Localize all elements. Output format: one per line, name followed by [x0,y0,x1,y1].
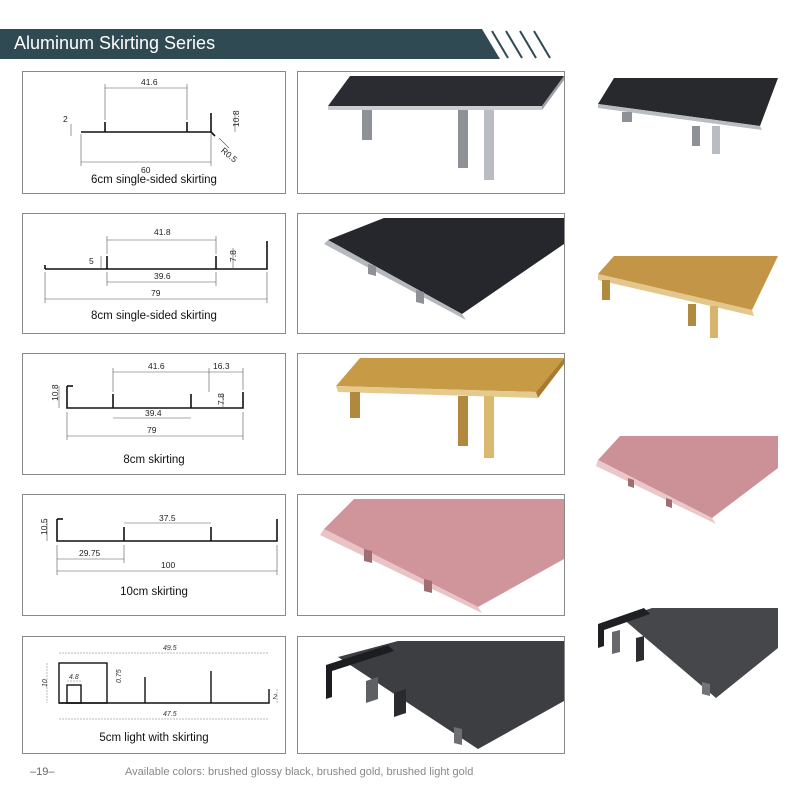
dim-label: 47.5 [163,711,177,718]
dim-label: 7.8 [216,393,226,405]
dim-label: 79 [147,425,157,435]
dim-label: 41.6 [141,77,158,87]
dim-label: 60 [141,165,151,175]
product-photo-panel-4 [297,494,565,616]
drawing-panel-2: 41.8 5 7.8 39.6 79 8cm single-sided skir… [22,213,286,334]
product-photo-right-3 [592,434,782,526]
profile-drawing-8cm-single: 41.8 5 7.8 39.6 79 [44,227,268,303]
dim-label: 10.8 [231,110,241,127]
dim-label: 49.5 [163,645,177,652]
dim-label: 4.8 [69,674,79,681]
drawing-label: 8cm skirting [123,454,185,466]
header-bar: Aluminum Skirting Series [0,29,800,59]
product-photo-panel-3 [297,353,565,475]
product-photo-panel-5 [297,636,565,754]
drawing-label: 6cm single-sided skirting [91,174,217,186]
product-photo-right-2 [592,254,782,342]
dim-label: 41.8 [154,227,171,237]
profile-drawing-10cm: 37.5 10.5 29.75 100 [39,513,278,575]
product-photo-right-1 [592,74,782,164]
drawing-label: 8cm single-sided skirting [91,310,217,322]
gunmetal-skirting-photo [326,641,564,749]
drawing-panel-1: 41.6 2 10.8 60 R0.5 6cm single-sided ski… [22,71,286,194]
dim-label: 39.4 [145,408,162,418]
dim-label: R0.5 [219,145,239,164]
dim-label: 2 [63,114,68,124]
profile-drawing-8cm: 41.6 16.3 10.8 7.8 39.4 79 [50,361,244,440]
rose-skirting-photo [320,499,564,613]
dim-label: 2 [272,694,277,701]
product-photo-panel-2 [297,213,565,334]
dim-label: 39.6 [154,271,171,281]
dim-label: 41.6 [148,361,165,371]
black-skirting-photo-small [598,78,778,154]
gunmetal-skirting-photo-small [598,608,778,698]
dim-label: 10 [42,679,49,687]
dim-label: 10.8 [50,384,60,401]
page-number: –19– [30,766,55,778]
page-title: Aluminum Skirting Series [14,33,216,53]
dim-label: 7.8 [228,250,238,262]
dim-label: 10.5 [39,518,49,535]
black-skirting-photo [328,76,564,180]
dim-label: 5 [89,256,94,266]
dim-label: 79 [151,288,161,298]
gold-skirting-photo [336,358,564,458]
gold-skirting-photo-small [598,256,778,338]
drawing-panel-5: 49.5 10 4.8 0.75 2 47.5 5cm light with s… [22,636,286,754]
profile-drawing-6cm: 41.6 2 10.8 60 R0.5 [63,77,241,175]
dim-label: 0.75 [116,669,123,683]
header-banner [0,29,551,59]
profile-drawing-5cm-light: 49.5 10 4.8 0.75 2 47.5 [42,645,278,720]
product-photo-panel-1 [297,71,565,194]
drawing-label: 5cm light with skirting [99,732,209,744]
dim-label: 29.75 [79,548,101,558]
product-photo-right-4 [592,604,782,700]
rose-skirting-photo-small [596,436,778,524]
black-skirting-photo-2 [324,218,564,320]
colors-note: Available colors: brushed glossy black, … [125,766,474,778]
drawing-label: 10cm skirting [120,586,188,598]
drawing-panel-4: 37.5 10.5 29.75 100 10cm skirting [22,494,286,616]
dim-label: 100 [161,560,175,570]
dim-label: 37.5 [159,513,176,523]
dim-label: 16.3 [213,361,230,371]
drawing-panel-3: 41.6 16.3 10.8 7.8 39.4 79 8cm skirting [22,353,286,475]
